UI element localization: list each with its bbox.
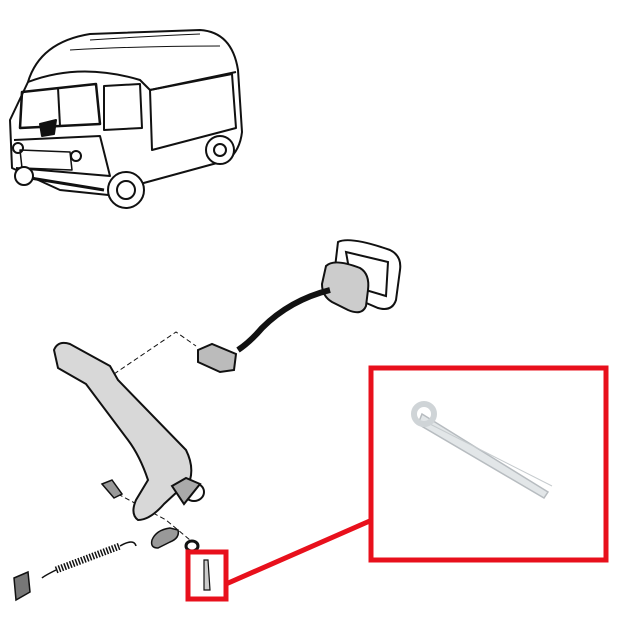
bolt: [100, 479, 124, 499]
pedal-pad: [320, 239, 402, 314]
link-plate: [150, 527, 180, 549]
callout-connector: [224, 517, 374, 587]
highlight-callout: [185, 365, 609, 602]
pedal-arm: [52, 341, 193, 522]
pedal-rod: [236, 287, 331, 353]
cotter-pin-small: [203, 559, 211, 591]
pedal-rod-bracket: [197, 342, 238, 374]
spring-clip: [13, 570, 31, 602]
highlight-box-small: [185, 549, 229, 602]
return-spring: [41, 541, 137, 579]
van-illustration: [9, 29, 243, 209]
cotter-pin-enlarged: [411, 401, 553, 500]
pedal-pivot-boss: [170, 476, 205, 506]
